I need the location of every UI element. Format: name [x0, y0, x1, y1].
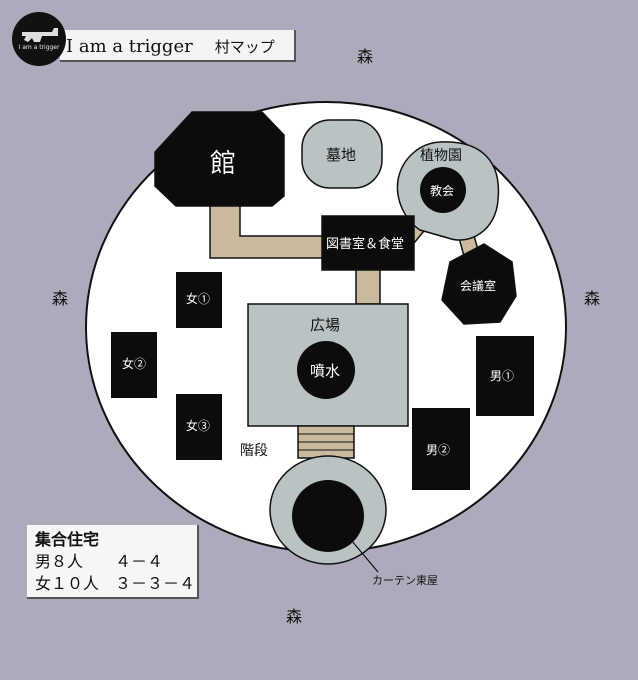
men-house-2-label: 男②: [426, 443, 450, 457]
title-subtitle: 村マップ: [214, 38, 275, 56]
graveyard-area: [301, 119, 383, 189]
legend-men: 男８人 ４－４: [35, 552, 164, 571]
plaza-label: 広場: [310, 316, 340, 334]
men-house-2: [412, 408, 470, 490]
fountain: [297, 341, 355, 399]
forest-label-bottom: 森: [286, 607, 302, 626]
curtain-pavilion-label: カーテン東屋: [372, 574, 438, 587]
forest-label-top: 森: [357, 47, 373, 66]
church-label: 教会: [430, 183, 454, 198]
forest-label-left: 森: [52, 289, 68, 308]
revolver-icon: [22, 28, 58, 42]
women-house-1: [176, 272, 222, 328]
logo-text: I am a trigger: [18, 44, 60, 51]
women-house-2-label: 女②: [122, 356, 146, 371]
curtain-pavilion-pointer: [345, 533, 379, 573]
library-dining-label: 図書室＆食堂: [326, 236, 404, 252]
women-house-2: [111, 332, 157, 398]
botanical-garden-label: 植物園: [420, 148, 462, 164]
graveyard-label: 墓地: [326, 146, 356, 164]
forest-label-right: 森: [584, 289, 600, 308]
legend-title: 集合住宅: [35, 530, 100, 549]
church-building: [420, 167, 466, 213]
page-title: I am a trigger 村マップ: [66, 36, 275, 57]
title-bar: [60, 30, 296, 62]
women-house-3-label: 女③: [186, 418, 210, 433]
men-house-1-label: 男①: [490, 369, 514, 383]
revolver-logo: I am a trigger: [12, 12, 66, 66]
mansion-label: 館: [210, 149, 236, 179]
meeting-room-building: [441, 243, 517, 325]
housing-legend: 集合住宅 男８人 ４－４ 女１０人 ３－３－４: [27, 525, 199, 599]
curtain-pavilion: [292, 480, 364, 552]
mansion-building: [154, 111, 285, 207]
meeting-room-label: 会議室: [460, 278, 496, 293]
women-house-1-label: 女①: [186, 291, 210, 306]
men-house-1: [476, 336, 534, 416]
stairs-label: 階段: [240, 443, 268, 459]
legend-women: 女１０人 ３－３－４: [35, 574, 196, 593]
title-main: I am a trigger: [66, 36, 193, 57]
library-dining-building: [321, 215, 415, 271]
women-house-3: [176, 394, 222, 460]
fountain-label: 噴水: [310, 362, 340, 380]
